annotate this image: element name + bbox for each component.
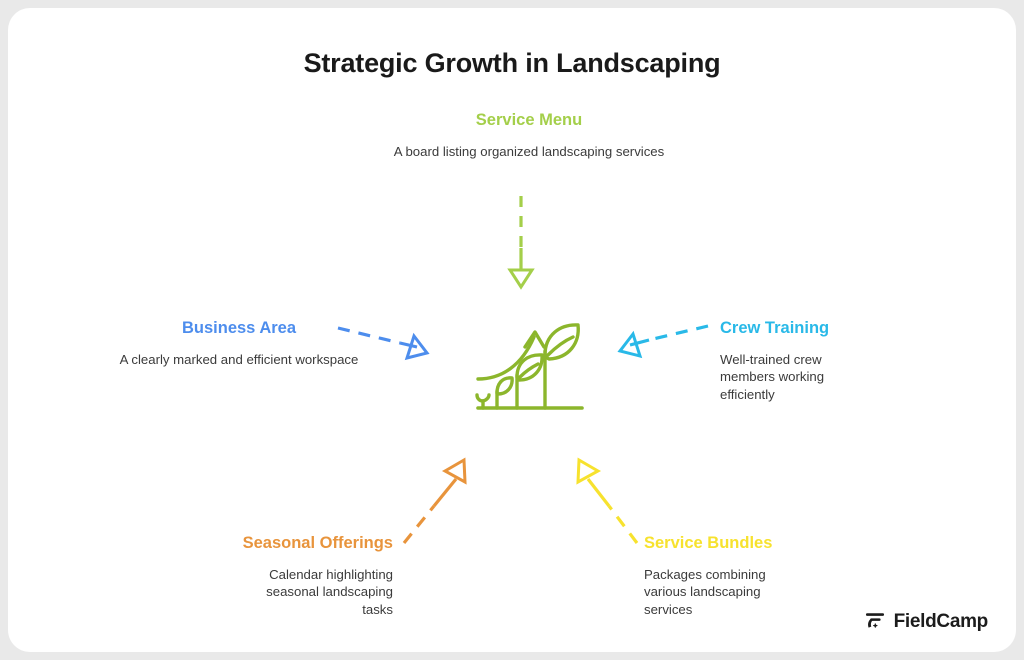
arrow-crew-training xyxy=(617,324,709,359)
node-title-business-area: Business Area xyxy=(181,319,297,337)
fieldcamp-logo-mark xyxy=(865,613,884,628)
node-service-bundles[interactable]: Service Bundles Packages combining vario… xyxy=(644,533,894,618)
node-description-service-menu: A board listing organized landscaping se… xyxy=(393,143,665,159)
node-description-business-area: A clearly marked and efficient workspace xyxy=(119,351,359,367)
arrow-service-bundles xyxy=(576,457,639,544)
node-title-crew-training: Crew Training xyxy=(720,319,830,337)
node-business-area[interactable]: Business Area A clearly marked and effic… xyxy=(114,318,364,368)
plant-growth-icon xyxy=(475,323,584,410)
fieldcamp-logo: FieldCamp xyxy=(863,610,988,634)
node-crew-training[interactable]: Crew Training Well-trained crew members … xyxy=(720,318,960,403)
node-service-menu[interactable]: Service Menu A board listing organized l… xyxy=(389,110,669,160)
node-description-service-bundles: Packages combining various landscaping s… xyxy=(644,566,766,617)
arrow-seasonal-offerings xyxy=(402,457,467,545)
fieldcamp-logo-text: FieldCamp xyxy=(893,611,989,632)
node-title-service-menu: Service Menu xyxy=(475,111,583,129)
node-title-seasonal-offerings: Seasonal Offerings xyxy=(242,534,393,552)
node-title-service-bundles: Service Bundles xyxy=(644,534,773,552)
node-description-crew-training: Well-trained crew members working effici… xyxy=(720,351,825,402)
page-title: Strategic Growth in Landscaping xyxy=(303,48,721,78)
content-card: Strategic Growth in Landscaping xyxy=(8,8,1016,652)
arrow-service-menu xyxy=(507,196,535,290)
node-seasonal-offerings[interactable]: Seasonal Offerings Calendar highlighting… xyxy=(118,533,393,618)
node-description-seasonal-offerings: Calendar highlighting seasonal landscapi… xyxy=(266,566,393,617)
